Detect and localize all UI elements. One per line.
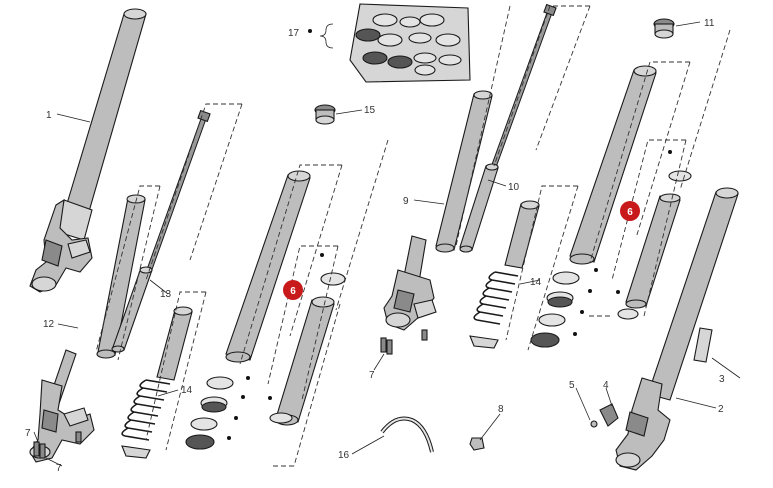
callout-7-left-top: 7 xyxy=(25,428,31,439)
callout-1: 1 xyxy=(46,110,52,121)
callout-3: 3 xyxy=(719,374,725,385)
highlight-6-right-label: 6 xyxy=(627,207,633,218)
callout-16: 16 xyxy=(338,450,350,461)
inner-tube-left xyxy=(96,194,146,359)
callout-10: 10 xyxy=(508,182,520,193)
fork-leg-right xyxy=(615,187,739,471)
callout-8: 8 xyxy=(498,404,504,415)
highlight-6-left-label: 6 xyxy=(290,286,296,297)
cartridge-rod-center xyxy=(459,3,557,253)
spring-left-coils xyxy=(121,379,171,441)
highlight-callout-6-right[interactable]: 6 xyxy=(620,201,640,221)
seals-right xyxy=(530,150,692,348)
nut-8 xyxy=(469,437,485,451)
callout-4: 4 xyxy=(603,380,609,391)
callout-2: 2 xyxy=(718,404,724,415)
callout-9: 9 xyxy=(403,196,409,207)
callout-7-left-bottom: 7 xyxy=(56,463,62,474)
fork-leg-center xyxy=(435,90,493,253)
top-cap-right xyxy=(653,18,675,39)
callout-11: 11 xyxy=(704,18,715,29)
guard-plate xyxy=(693,327,713,363)
callout-5: 5 xyxy=(569,380,575,391)
top-cap-left xyxy=(314,104,336,125)
callout-12: 12 xyxy=(43,319,55,330)
fitting-4-5 xyxy=(590,403,619,428)
fork-bottom-center xyxy=(383,235,437,331)
inner-cartridge-left xyxy=(275,296,335,426)
spring-assembly-left xyxy=(121,306,193,459)
outer-tube-left xyxy=(225,170,311,363)
outer-tube-right xyxy=(569,65,657,265)
callout-15: 15 xyxy=(364,105,376,116)
hose-clamp-16 xyxy=(380,416,434,453)
seal-kit-tray xyxy=(319,3,471,83)
fork-leg-left-upper xyxy=(29,8,147,293)
seals-left xyxy=(185,253,346,450)
assembly-guides xyxy=(95,5,731,467)
callout-13: 13 xyxy=(160,289,172,300)
bolts-left xyxy=(33,431,82,459)
spring-assembly-center xyxy=(469,200,540,349)
callout-17: 17 xyxy=(288,28,300,39)
cartridge-rod-left xyxy=(111,109,211,353)
callout-7-center: 7 xyxy=(369,370,375,381)
callout-14-left: 14 xyxy=(181,385,193,396)
bolts-center xyxy=(380,329,428,355)
callout-14-center: 14 xyxy=(530,277,542,288)
leader-lines xyxy=(33,21,741,467)
highlight-callout-6-left[interactable]: 6 xyxy=(283,280,303,300)
